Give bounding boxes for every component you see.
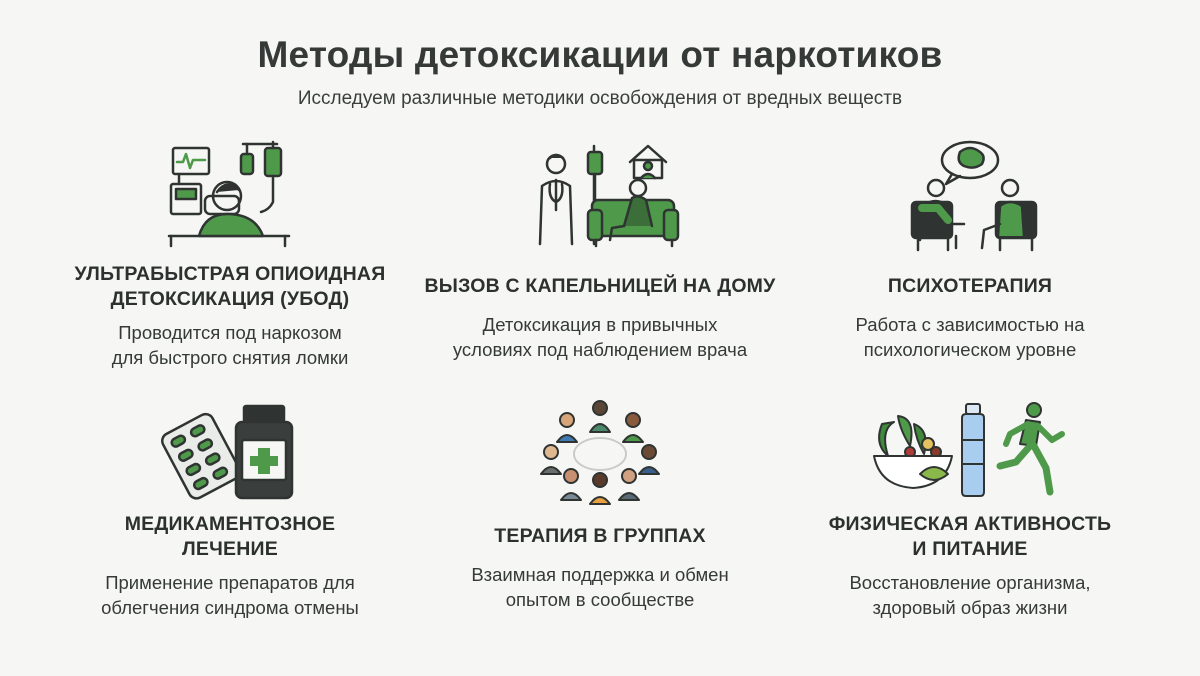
method-description: Проводится под наркозом для быстрого сня… <box>50 320 410 370</box>
method-title: МЕДИКАМЕНТОЗНОЕ <box>124 513 336 535</box>
method-card-psychotherapy: ПСИХОТЕРАПИЯ Работа с зависимостью на пс… <box>790 140 1150 360</box>
method-description-line: условиях под наблюдением врача <box>452 339 748 360</box>
method-description-line: Взаимная поддержка и обмен <box>471 564 729 585</box>
method-title: ЛЕЧЕНИЕ <box>182 538 278 560</box>
method-card-group-therapy: ТЕРАПИЯ В ГРУППАХ Взаимная поддержка и о… <box>420 400 780 610</box>
method-description: Взаимная поддержка и обмен опытом в сооб… <box>420 562 780 612</box>
method-card-medication: МЕДИКАМЕНТОЗНОЕ ЛЕЧЕНИЕ Применение препа… <box>50 400 410 618</box>
method-description-line: Восстановление организма, <box>849 572 1091 593</box>
method-description: Восстановление организма, здоровый образ… <box>790 570 1150 620</box>
method-description-line: опытом в сообществе <box>505 589 695 610</box>
method-description-line: для быстрого снятия ломки <box>111 347 349 368</box>
method-title: ВЫЗОВ С КАПЕЛЬНИЦЕЙ НА ДОМУ <box>424 275 776 297</box>
method-description: Детоксикация в привычных условиях под на… <box>420 312 780 362</box>
method-description-line: облегчения синдрома отмены <box>101 597 359 618</box>
hospital-bed-icon <box>167 140 291 248</box>
method-description-line: здоровый образ жизни <box>872 597 1068 618</box>
method-description-line: Проводится под наркозом <box>118 322 342 343</box>
method-description-line: Применение препаратов для <box>105 572 355 593</box>
method-description-line: Детоксикация в привычных <box>482 314 718 335</box>
method-card-activity-nutrition: ФИЗИЧЕСКАЯ АКТИВНОСТЬ И ПИТАНИЕ Восстано… <box>790 400 1150 618</box>
method-description: Работа с зависимостью на психологическом… <box>790 312 1150 362</box>
home-iv-doctor-icon <box>538 144 680 248</box>
method-description-line: психологическом уровне <box>863 339 1077 360</box>
page-title: Методы детоксикации от наркотиков <box>257 34 943 75</box>
method-title: ФИЗИЧЕСКАЯ АКТИВНОСТЬ <box>828 513 1112 535</box>
group-circle-icon <box>540 400 660 505</box>
method-description-line: Работа с зависимостью на <box>855 314 1085 335</box>
page-subtitle: Исследуем различные методики освобождени… <box>297 88 903 109</box>
method-title: И ПИТАНИЕ <box>912 538 1028 560</box>
method-title: ТЕРАПИЯ В ГРУППАХ <box>494 525 706 547</box>
method-card-ubod: УЛЬТРАБЫСТРАЯ ОПИОИДНАЯ ДЕТОКСИКАЦИЯ (УБ… <box>50 140 410 368</box>
food-runner-icon <box>873 402 1065 497</box>
method-description: Применение препаратов для облегчения син… <box>50 570 410 620</box>
method-title: ДЕТОКСИКАЦИЯ (УБОД) <box>110 288 350 310</box>
method-title: ПСИХОТЕРАПИЯ <box>887 275 1053 297</box>
method-title: УЛЬТРАБЫСТРАЯ ОПИОИДНАЯ <box>74 263 386 285</box>
therapy-session-icon <box>910 140 1038 252</box>
pills-bottle-icon <box>160 404 294 500</box>
method-card-home-iv: ВЫЗОВ С КАПЕЛЬНИЦЕЙ НА ДОМУ Детоксикация… <box>420 140 780 360</box>
